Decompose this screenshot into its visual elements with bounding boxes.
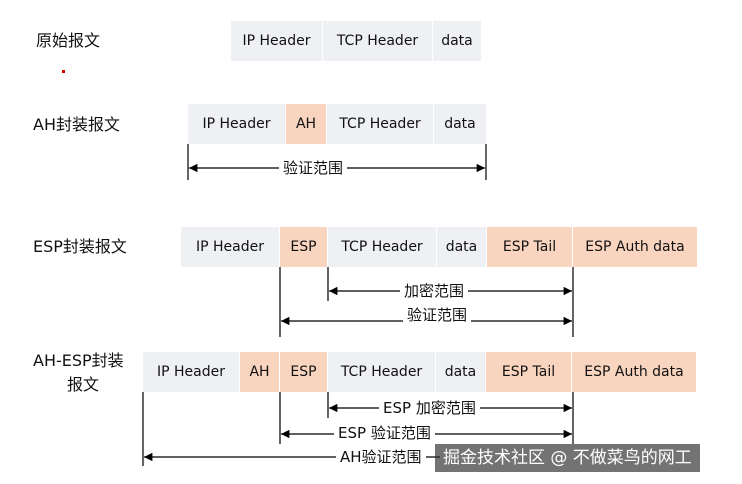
ah-auth-range-label: 验证范围 [279, 159, 348, 177]
data-segment: data [433, 21, 481, 61]
tcp-header-segment: TCP Header [328, 227, 437, 267]
watermark: 掘金技术社区 @ 不做菜鸟的网工 [435, 444, 700, 472]
esp-tail-segment: ESP Tail [486, 352, 572, 392]
original-packet-row: IP Header TCP Header data [231, 21, 481, 61]
data-segment: data [434, 104, 486, 144]
tcp-header-segment: TCP Header [327, 104, 434, 144]
ah-packet-row: IP Header AH TCP Header data [188, 104, 486, 144]
data-segment: data [437, 227, 487, 267]
esp-encrypt-range-label: 加密范围 [400, 282, 469, 300]
esp-auth-range-label: 验证范围 [403, 306, 472, 324]
ahesp-esp-auth-range-label: ESP 验证范围 [334, 424, 435, 442]
ip-header-segment: IP Header [181, 227, 280, 267]
ip-header-segment: IP Header [231, 21, 323, 61]
ah-packet-label: AH封装报文 [33, 115, 120, 134]
tcp-header-segment: TCP Header [328, 352, 436, 392]
tcp-header-segment: TCP Header [323, 21, 433, 61]
ah-segment: AH [286, 104, 327, 144]
ahesp-esp-encrypt-range-label: ESP 加密范围 [379, 399, 480, 417]
esp-auth-data-segment: ESP Auth data [572, 352, 696, 392]
ahesp-ah-auth-range-label: AH验证范围 [336, 448, 426, 466]
esp-segment: ESP [280, 227, 328, 267]
ip-header-segment: IP Header [188, 104, 286, 144]
ah-esp-packet-row: IP Header AH ESP TCP Header data ESP Tai… [143, 352, 696, 392]
stray-mark [62, 70, 65, 73]
ah-esp-packet-label-line2: 报文 [67, 375, 100, 394]
esp-packet-row: IP Header ESP TCP Header data ESP Tail E… [181, 227, 697, 267]
ah-segment: AH [240, 352, 280, 392]
ip-header-segment: IP Header [143, 352, 240, 392]
esp-auth-data-segment: ESP Auth data [573, 227, 697, 267]
esp-tail-segment: ESP Tail [487, 227, 573, 267]
original-packet-label: 原始报文 [36, 31, 101, 50]
ah-esp-packet-label-line1: AH-ESP封装 [33, 351, 124, 370]
esp-packet-label: ESP封装报文 [33, 237, 127, 256]
data-segment: data [436, 352, 486, 392]
esp-segment: ESP [280, 352, 328, 392]
